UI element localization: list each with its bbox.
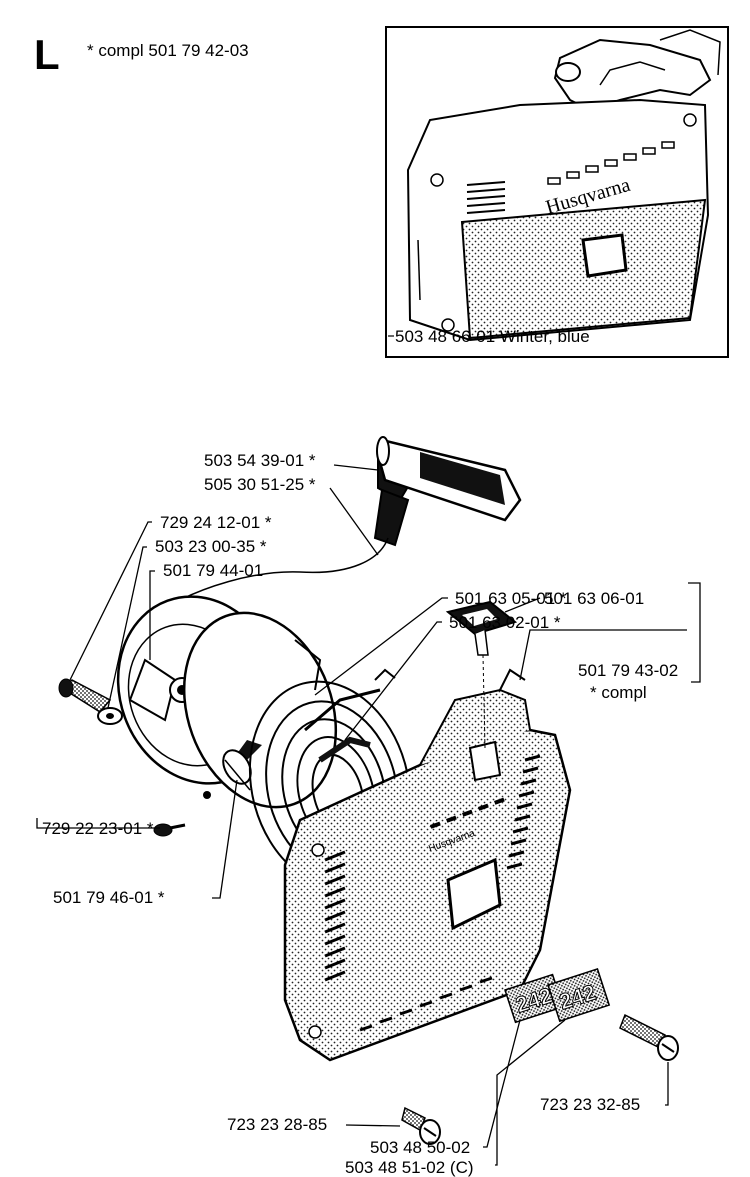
- screw-723-23-28-85: [401, 1106, 441, 1145]
- decal-242-b: 242: [547, 967, 611, 1023]
- inset-caption: 503 48 66-01 Winter, blue: [395, 327, 590, 346]
- decals: 242 242: [504, 967, 611, 1024]
- label-503-48-50-02: 503 48 50-02: [370, 1138, 471, 1157]
- screw-small: [153, 823, 186, 837]
- label-729-22-23-01: 729 22 23-01 *: [42, 819, 154, 838]
- handle-guide: [445, 600, 518, 749]
- label-503-23-00-35: 503 23 00-35 *: [155, 537, 267, 556]
- label-503-48-51-02-c: 503 48 51-02 (C): [345, 1158, 474, 1177]
- label-compl-note: * compl: [590, 683, 647, 702]
- leader-lines: [36, 464, 701, 1166]
- inset-box: Husqvarna: [385, 26, 729, 358]
- bolt-left: [58, 678, 123, 725]
- label-501-63-02-01: 501 63 02-01 *: [449, 613, 561, 632]
- label-723-23-32-85: 723 23 32-85: [540, 1095, 641, 1114]
- starter-handle: [179, 436, 522, 601]
- label-501-79-44-01: 501 79 44-01: [163, 561, 264, 580]
- label-503-54-39-01: 503 54 39-01 *: [204, 451, 316, 470]
- screw-723-23-32-85: [619, 1013, 679, 1061]
- label-501-63-06-01: 501 63 06-01: [544, 589, 645, 608]
- winter-cover-illustration: Husqvarna: [406, 29, 721, 342]
- label-723-23-28-85: 723 23 28-85: [227, 1115, 328, 1134]
- recoil-spring: [248, 668, 412, 890]
- label-501-79-46-01: 501 79 46-01 *: [53, 888, 165, 907]
- label-501-63-05-01: 501 63 05-01 *: [455, 589, 567, 608]
- compl-label: * compl 501 79 42-03: [87, 41, 249, 60]
- label-505-30-51-25: 505 30 51-25 *: [204, 475, 316, 494]
- label-501-79-43-02: 501 79 43-02: [578, 661, 679, 680]
- label-729-24-12-01: 729 24 12-01 *: [160, 513, 272, 532]
- starter-cover: Husqvarna: [283, 668, 572, 1062]
- section-letter: L: [34, 31, 60, 78]
